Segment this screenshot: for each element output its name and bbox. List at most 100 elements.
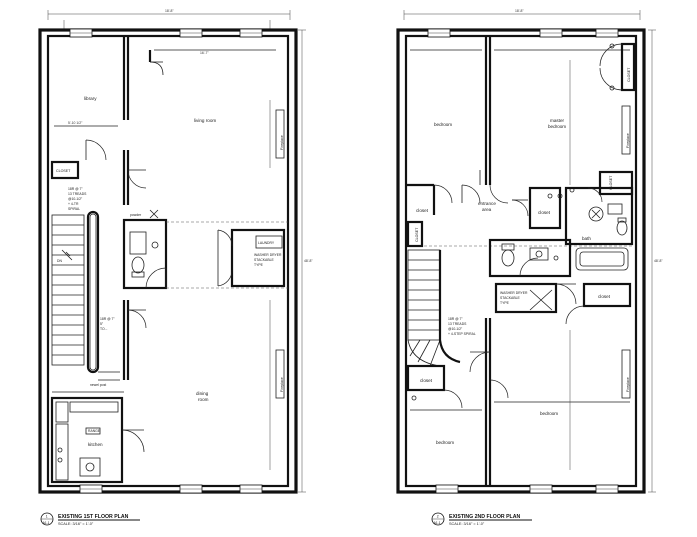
drawing-number: 1 <box>46 515 48 519</box>
range-label: RANGE <box>88 429 101 433</box>
floor2-title: EXISTING 2ND FLOOR PLAN <box>449 514 520 520</box>
closet-rear-left: closet <box>406 364 463 409</box>
bath: CLOSET bath <box>564 170 634 271</box>
drawing-number: 2 <box>437 515 439 519</box>
fireplace-dining <box>275 349 285 399</box>
stair-note-line: @10-1/2" <box>68 197 83 201</box>
room-label-bath: bath <box>582 236 591 241</box>
overall-width-dim: 18'-8" <box>165 9 174 13</box>
room-label-closet: closet <box>416 208 429 213</box>
room-label-bedroom-rear-right: bedroom <box>540 411 558 416</box>
stair-note-2: 18R @ 7" 5" TO... <box>100 317 115 331</box>
closet-right-middle: closet <box>565 282 632 325</box>
fireplace-label: Fireplace <box>626 133 630 148</box>
door-swing <box>489 379 509 399</box>
closet-stair: CLOSET <box>406 220 424 248</box>
door-swing <box>127 169 147 189</box>
rear-windows <box>435 484 619 494</box>
room-label-dining-1: dining <box>196 391 209 396</box>
room-label-closet: closet <box>538 210 551 215</box>
staircase: DN newel post <box>51 210 120 387</box>
overall-depth-dim: 48'-8" <box>654 259 663 263</box>
powder-label: powder <box>130 213 142 217</box>
door-swing <box>511 199 529 217</box>
floor2-title-block: 2 A1.1 EXISTING 2ND FLOOR PLAN SCALE: 3/… <box>431 512 532 526</box>
washer-note-line: STACKABLE <box>254 258 274 262</box>
washer-note-line: WASHER DRYER <box>254 253 282 257</box>
door-swing <box>489 184 509 204</box>
library-dim: 5'-10 1/2" <box>68 121 83 125</box>
floor1-scale: SCALE: 3/16" = 1'-0" <box>58 522 94 526</box>
room-label-closet: CLOSET <box>415 227 419 242</box>
overall-width-dim: 18'-8" <box>515 9 524 13</box>
fireplace-label-dining: Fireplace <box>280 377 284 392</box>
room-label-kitchen: kitchen <box>88 442 103 447</box>
stair-note-line: + 4-STEP SPIRAL <box>448 332 476 336</box>
room-label-living-room: living room <box>194 118 216 123</box>
stair-direction: DN <box>57 259 62 263</box>
closet-front <box>50 160 80 180</box>
washer-note-line: TYPE <box>500 301 510 305</box>
room-label-dining-2: room <box>198 397 209 402</box>
stair-note-line: SPIRAL <box>68 207 80 211</box>
closet-master: closet <box>528 186 575 230</box>
room-label-closet: CLOSET <box>609 175 613 190</box>
floor1-title: EXISTING 1ST FLOOR PLAN <box>58 514 129 520</box>
kitchen: RANGE kitchen <box>50 396 145 484</box>
fireplace-living <box>275 109 285 159</box>
washer-note-line: WASHER DRYER <box>500 291 528 295</box>
powder-room: powder <box>122 209 168 290</box>
stair-note: 18R @ 7" 13 TREADS @10-1/2" + 4-TR SPIRA… <box>68 187 87 211</box>
stair-note-line: + 4-TR <box>68 202 79 206</box>
closet-front-left: closet <box>406 170 481 215</box>
door-swing <box>85 139 107 161</box>
overall-depth-dim: 48'-8" <box>304 259 313 263</box>
washer-note-line: STACKABLE <box>500 296 520 300</box>
room-label-entrance-1: entrance <box>478 201 496 206</box>
staircase-2: 18R @ 7" 13 TREADS @10-1/2" + 4-STEP SPI… <box>407 249 476 367</box>
interior-wall-library <box>122 36 130 120</box>
room-label-bedroom-rear-left: bedroom <box>436 440 454 445</box>
stair-note-line: 18R @ 7" <box>68 187 83 191</box>
rear-windows <box>79 484 263 494</box>
fireplace-rear <box>621 349 631 399</box>
exterior-wall-inner <box>404 34 638 488</box>
stair-note-line: 5" <box>100 322 104 326</box>
room-label-closet: closet <box>420 378 433 383</box>
interior-wall <box>484 36 492 185</box>
closet-top-right: CLOSET <box>599 42 636 92</box>
interior-wall <box>484 318 492 486</box>
stair-note-line: @10-1/2" <box>448 327 463 331</box>
fireplace-label-living: Fireplace <box>280 135 284 150</box>
sheet-ref: A1.1 <box>43 521 50 525</box>
room-label-bedroom-front: bedroom <box>434 122 452 127</box>
hall-bath <box>488 238 572 278</box>
stair-note-line: 13 TREADS <box>68 192 87 196</box>
stair-note-line: 18R @ 7" <box>100 317 115 321</box>
washer-note-line: TYPE <box>254 263 264 267</box>
room-label-closet: closet <box>598 294 611 299</box>
interior-wall <box>122 300 130 380</box>
laundry-closet: LAUNDRY WASHER DRYER STACKABLE TYPE <box>217 228 286 288</box>
room-label-entrance-2: area <box>482 207 492 212</box>
first-floor-plan: 18'-8" 48'-8" <box>38 9 313 526</box>
fireplace-master <box>621 105 631 155</box>
sheet-ref: A1.1 <box>434 521 441 525</box>
stair-note-line: 18R @ 7" <box>448 317 463 321</box>
exterior-wall-outer <box>396 28 646 494</box>
floor1-title-block: 1 A1.1 EXISTING 1ST FLOOR PLAN SCALE: 3/… <box>40 512 140 526</box>
room-label-closet: CLOSET <box>627 67 631 82</box>
stair-note-line: TO... <box>100 327 108 331</box>
front-windows <box>427 28 619 38</box>
room-label-master-2: bedroom <box>548 124 566 129</box>
floor2-scale: SCALE: 3/16" = 1'-0" <box>449 522 485 526</box>
room-label-library: library <box>84 96 97 101</box>
front-windows <box>69 28 263 38</box>
fireplace-label: Fireplace <box>626 377 630 392</box>
door-swing <box>149 61 164 76</box>
newel-post-label: newel post <box>90 383 106 387</box>
second-floor-plan: 18'-8" 48'-8" bedroom master <box>396 9 663 526</box>
interior-wall <box>122 150 130 205</box>
room-label-master-1: master <box>550 118 565 123</box>
